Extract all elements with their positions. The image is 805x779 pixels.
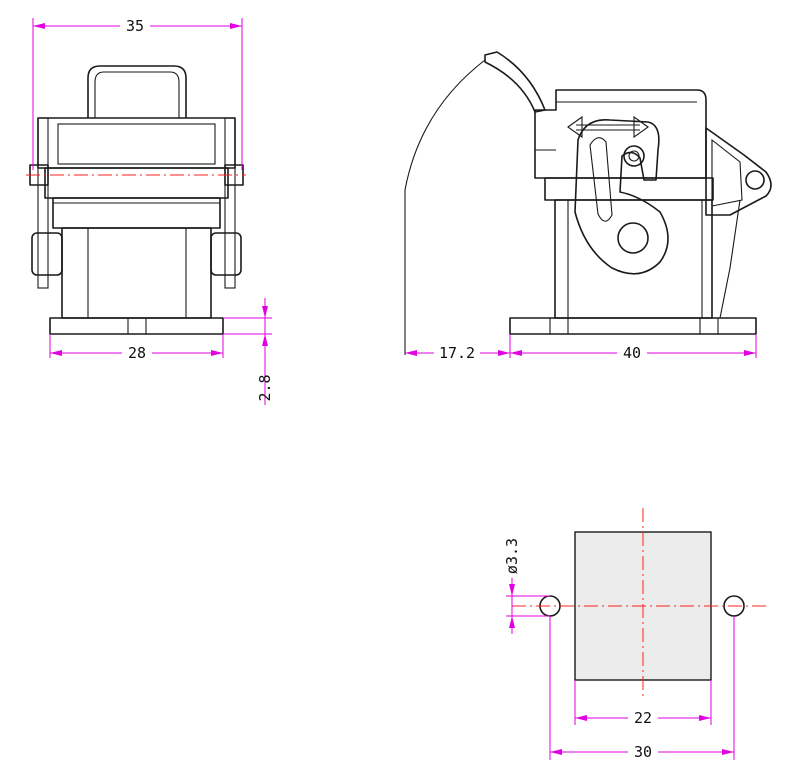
cam-hole [617, 222, 649, 254]
dim-label-17-2: 17.2 [439, 344, 475, 362]
dim-label-2-8: 2.8 [256, 374, 274, 401]
dim-hole-diameter: ø3.3 [503, 538, 550, 634]
dim-front-width: 35 [32, 16, 243, 170]
front-housing-top [37, 117, 236, 169]
front-flange [44, 167, 229, 199]
front-left-lever [31, 232, 63, 276]
dim-front-base-thickness: 2.8 [223, 298, 274, 405]
dim-side: 17.2 40 [405, 334, 757, 362]
dim-hole-spacing: 30 [549, 616, 735, 761]
dim-front-base-width: 28 [49, 334, 224, 362]
side-flange [544, 177, 714, 201]
front-body [61, 227, 212, 319]
rear-latch-bracket [705, 127, 772, 216]
panel-cutout-view [512, 508, 770, 700]
dim-label-hole: ø3.3 [503, 538, 521, 574]
cam-pivot [623, 145, 645, 167]
lever-swing-arc [404, 59, 486, 355]
front-base [49, 317, 224, 335]
dim-label-30: 30 [634, 743, 652, 761]
front-handle [87, 65, 187, 118]
dim-label-35: 35 [126, 17, 144, 35]
side-base [509, 317, 757, 335]
side-cam-plate [574, 119, 669, 275]
side-housing-top [534, 89, 707, 179]
dim-label-28: 28 [128, 344, 146, 362]
side-body [554, 199, 713, 319]
dim-label-22: 22 [634, 709, 652, 727]
lever-arm [484, 51, 546, 113]
dim-cutout-width: 22 [574, 680, 712, 727]
front-right-lever [210, 232, 242, 276]
side-view [404, 51, 772, 355]
front-view [26, 65, 246, 335]
dim-label-40: 40 [623, 344, 641, 362]
